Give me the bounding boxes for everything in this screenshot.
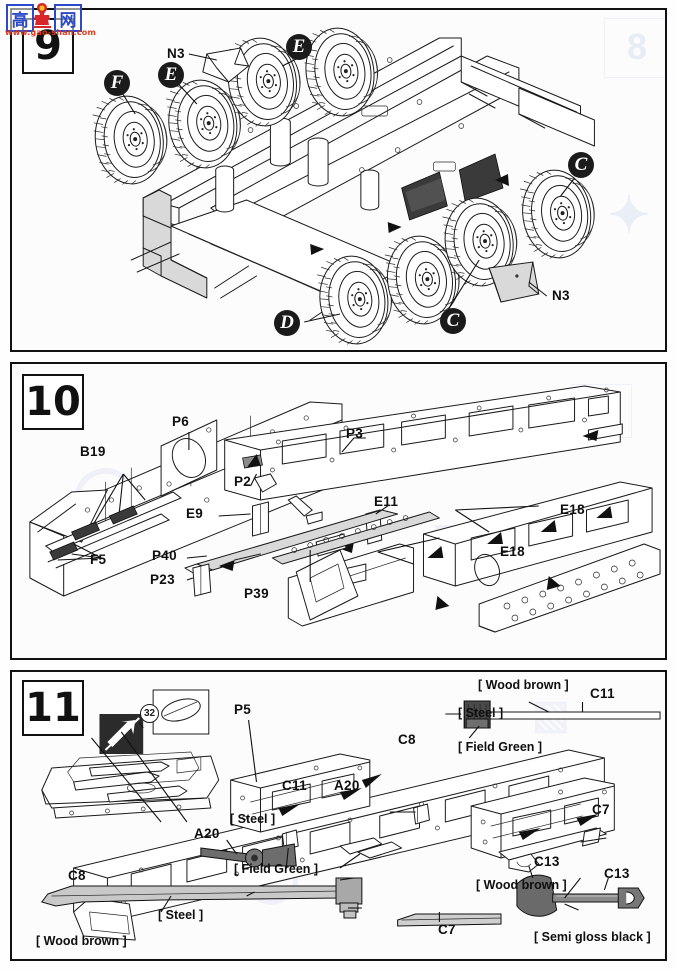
part-label-C7-bottom: C7 (438, 922, 456, 937)
ghost-watermark-box (572, 384, 632, 438)
part-label-P2: P2 (234, 474, 252, 489)
part-label-P23: P23 (150, 572, 175, 587)
part-label-C7-right: C7 (592, 802, 610, 817)
callout-part-D: D (274, 310, 300, 336)
paint-callout-steel-top: [ Steel ] (458, 706, 504, 720)
watermark-emblem-icon (33, 3, 51, 28)
part-label-P39: P39 (244, 586, 269, 601)
ghost-bleed-shape-2: ▧ (532, 693, 570, 737)
part-label-P5: P5 (234, 702, 252, 717)
assembly-step-panel-10: ◯ ▣ (10, 362, 667, 660)
watermark-char-right: 网 (54, 4, 82, 32)
watermark-char-left: 高 (6, 4, 34, 32)
part-label-F5: F5 (90, 552, 107, 567)
watermark-url: www.gao-shan.com (5, 28, 97, 37)
part-label-C13-mid: C13 (534, 854, 560, 869)
ghost-bleed-shape-2: ▣ (432, 515, 474, 564)
part-label-P6: P6 (172, 414, 190, 429)
callout-part-F: F (104, 70, 130, 96)
part-label-E11: E11 (374, 494, 399, 509)
paint-callout-wood-brown-low: [ Wood brown ] (36, 934, 127, 948)
part-label-A20-mid: A20 (334, 778, 360, 793)
paint-callout-wood-brown-top: [ Wood brown ] (478, 678, 569, 692)
ghost-watermark-box (604, 18, 665, 78)
part-label-C8-top: C8 (398, 732, 416, 747)
site-watermark: 高 网 www.gao-shan.com (4, 2, 96, 42)
callout-part-C-bottom: C (440, 308, 466, 334)
ghost-bleed-shape: ◯ (72, 461, 140, 528)
part-label-C11-right: C11 (590, 686, 615, 701)
callout-part-C-right: C (568, 152, 594, 178)
paint-callout-field-green-top: [ Field Green ] (458, 740, 543, 754)
part-label-B19: B19 (80, 444, 106, 459)
assembly-step-panel-9: 8 ✦ (10, 8, 667, 352)
ghost-watermark-shape: ✦ (608, 187, 650, 243)
detail-reference-32: 32 (140, 704, 159, 723)
step-number-10: 10 (22, 374, 84, 430)
part-label-N3-top: N3 (167, 46, 185, 61)
paint-callout-steel-mid: [ Steel ] (230, 812, 276, 826)
part-label-P3: P3 (346, 426, 364, 441)
paint-callout-field-green-mid: [ Field Green ] (234, 862, 319, 876)
ghost-watermark-digit: 8 (627, 26, 648, 67)
callout-part-E-top: E (286, 34, 312, 60)
callout-part-E-left: E (158, 62, 184, 88)
part-label-C11-mid: C11 (282, 778, 307, 793)
assembly-step-panel-11: ◯ ▧ (10, 670, 667, 961)
part-label-E18-upper: E18 (560, 502, 585, 517)
part-label-E18-lower: E18 (500, 544, 525, 559)
panel-11-artwork (40, 689, 661, 941)
paint-callout-steel-low: [ Steel ] (158, 908, 204, 922)
part-label-C13-bottom: C13 (604, 866, 630, 881)
part-label-E9: E9 (186, 506, 204, 521)
part-label-N3-bottom: N3 (552, 288, 570, 303)
part-label-P40: P40 (152, 548, 177, 563)
step-number-11: 11 (22, 680, 84, 736)
paint-callout-semi-gloss-black: [ Semi gloss black ] (534, 930, 651, 944)
part-label-C8-left: C8 (68, 868, 86, 883)
paint-callout-wood-brown-shovel: [ Wood brown ] (476, 878, 567, 892)
part-label-A20-left: A20 (194, 826, 220, 841)
